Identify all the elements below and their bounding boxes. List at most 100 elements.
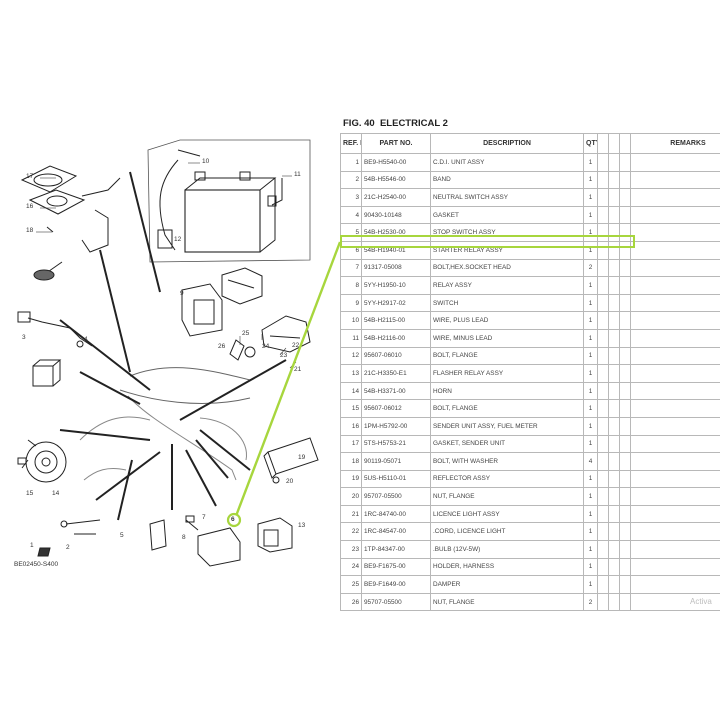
cell-blank [619, 416, 631, 436]
cell-qty: 2 [583, 258, 598, 278]
cell-blank [597, 223, 609, 242]
cell-blank [619, 188, 631, 207]
cell-ref-no: 16 [340, 416, 362, 436]
cell-blank [608, 364, 620, 383]
cell-blank [608, 258, 620, 278]
callout-26: 26 [218, 343, 226, 350]
cell-part-no: 54B-H1940-01 [361, 240, 431, 260]
cell-part-no: 1TP-84347-00 [361, 540, 431, 559]
cell-part-no: 95707-05500 [361, 592, 431, 612]
cell-qty: 4 [583, 452, 598, 471]
cell-description: LICENCE LIGHT ASSY [430, 504, 584, 524]
cell-ref-no: 26 [340, 592, 362, 612]
cell-ref-no: 1 [340, 153, 362, 172]
cell-remarks [630, 469, 720, 489]
cell-blank [608, 504, 620, 524]
callout-21: 21 [294, 366, 302, 373]
cell-blank [608, 434, 620, 454]
cell-blank [619, 381, 631, 401]
cell-remarks [630, 170, 720, 190]
cell-description: BAND [430, 170, 584, 190]
cell-remarks [630, 276, 720, 295]
cell-blank [619, 557, 631, 577]
cell-ref-no: 24 [340, 557, 362, 577]
cell-blank [619, 240, 631, 260]
callout-19: 19 [298, 454, 306, 461]
cell-remarks [630, 381, 720, 401]
cell-qty: 1 [583, 522, 598, 542]
cell-remarks [630, 328, 720, 348]
cell-blank [619, 364, 631, 383]
cell-ref-no: 9 [340, 293, 362, 313]
cell-part-no: 1RC-84740-00 [361, 504, 431, 524]
cell-qty: 1 [583, 276, 598, 295]
cell-part-no: 95607-06012 [361, 399, 431, 418]
header-description: DESCRIPTION [430, 133, 584, 154]
cell-part-no: 54B-H2530-00 [361, 223, 431, 242]
cell-remarks [630, 452, 720, 471]
cell-part-no: 1PM-H5792-00 [361, 416, 431, 436]
cell-part-no: 54B-H2115-00 [361, 311, 431, 330]
cell-description: WIRE, MINUS LEAD [430, 328, 584, 348]
callout-2: 2 [66, 544, 70, 551]
cell-ref-no: 17 [340, 434, 362, 454]
callout-9: 9 [180, 290, 184, 297]
cell-blank [597, 293, 609, 313]
cell-description: .BULB (12V-5W) [430, 540, 584, 559]
cell-part-no: 95607-06010 [361, 346, 431, 366]
cell-part-no: 1RC-84547-00 [361, 522, 431, 542]
cell-blank [608, 540, 620, 559]
callout-3: 3 [22, 334, 26, 341]
cell-qty: 1 [583, 399, 598, 418]
cell-blank [619, 452, 631, 471]
cell-remarks [630, 240, 720, 260]
cell-part-no: 5YY-H1950-10 [361, 276, 431, 295]
cell-qty: 1 [583, 504, 598, 524]
cell-remarks [630, 575, 720, 594]
cell-blank [597, 364, 609, 383]
callout-11: 11 [294, 171, 301, 178]
cell-blank [597, 504, 609, 524]
cell-part-no: 90119-05071 [361, 452, 431, 471]
cell-remarks [630, 346, 720, 366]
cell-ref-no: 20 [340, 487, 362, 506]
cell-ref-no: 25 [340, 575, 362, 594]
cell-remarks [630, 258, 720, 278]
cell-qty: 1 [583, 311, 598, 330]
cell-blank [619, 469, 631, 489]
callout-17: 17 [26, 173, 34, 180]
callout-8: 8 [182, 534, 186, 541]
cell-blank [597, 522, 609, 542]
cell-blank [619, 434, 631, 454]
cell-remarks [630, 293, 720, 313]
cell-ref-no: 19 [340, 469, 362, 489]
horn [25, 441, 67, 483]
cell-qty: 1 [583, 153, 598, 172]
cell-blank [608, 311, 620, 330]
cell-blank [597, 170, 609, 190]
cell-blank [608, 522, 620, 542]
cell-part-no: 91317-05008 [361, 258, 431, 278]
cell-blank [619, 399, 631, 418]
cell-remarks [630, 540, 720, 559]
cell-blank [597, 328, 609, 348]
cell-ref-no: 22 [340, 522, 362, 542]
cell-qty: 1 [583, 381, 598, 401]
callout-23: 23 [280, 352, 288, 359]
cell-blank [608, 469, 620, 489]
cell-qty: 1 [583, 240, 598, 260]
cell-blank [608, 557, 620, 577]
battery [184, 189, 261, 253]
callout-20: 20 [286, 478, 294, 485]
cell-description: BOLT, WITH WASHER [430, 452, 584, 471]
cell-qty: 1 [583, 540, 598, 559]
callout-12: 12 [174, 236, 182, 243]
